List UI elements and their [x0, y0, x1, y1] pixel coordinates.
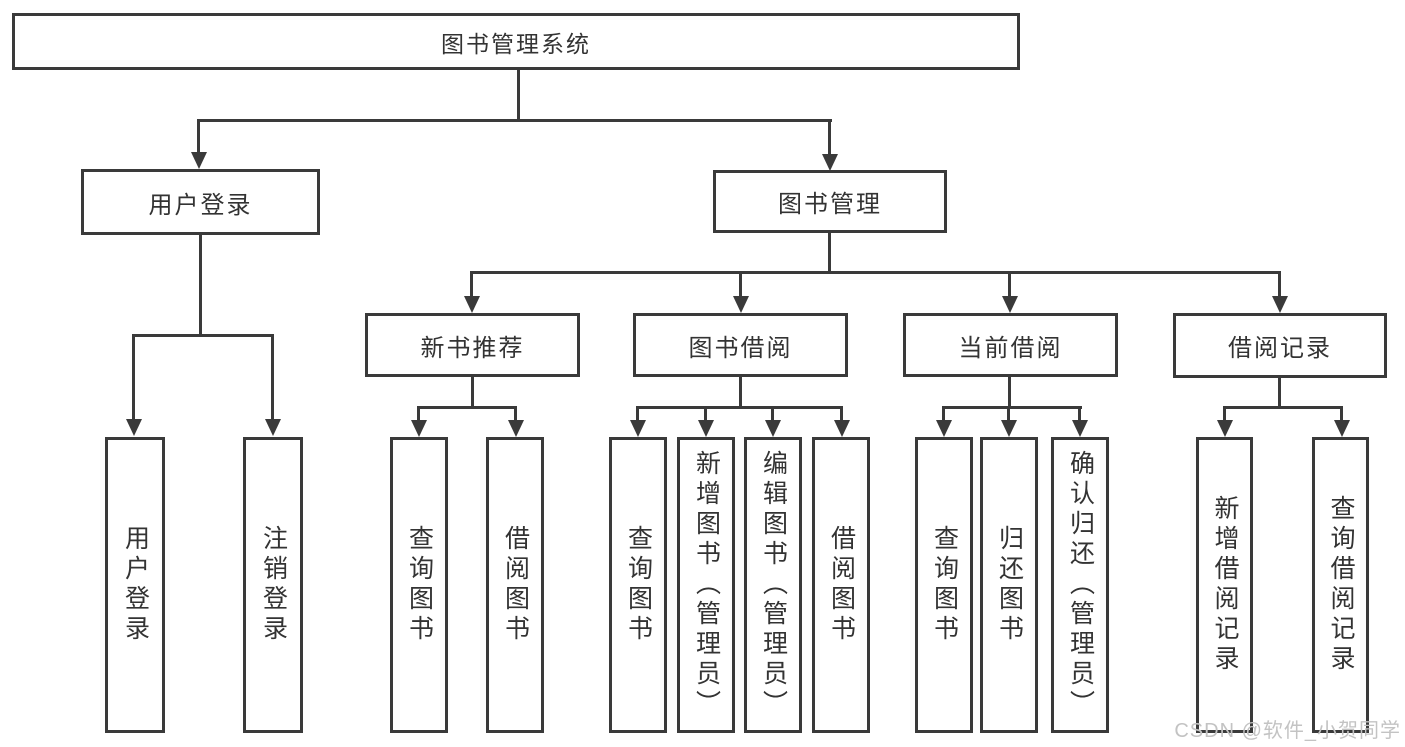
- arrow-down-icon: [733, 296, 749, 313]
- node-user-login-label: 用户登录: [148, 191, 253, 219]
- leaf-logout-label: 注销登录: [259, 525, 288, 645]
- node-current-borrow: 当前借阅: [903, 313, 1118, 377]
- connector-level3-shaft: [1278, 271, 1281, 297]
- connector-leaf-shaft: [840, 406, 843, 421]
- node-new-books: 新书推荐: [365, 313, 580, 377]
- connector-book-borrow-stem: [739, 377, 742, 409]
- arrow-down-icon: [1002, 296, 1018, 313]
- connector-root-stem: [517, 69, 520, 121]
- arrow-down-icon: [1217, 420, 1233, 437]
- arrow-down-icon: [630, 420, 646, 437]
- connector-level3-hline: [470, 271, 1281, 274]
- leaf-user-login-label: 用户登录: [121, 525, 150, 645]
- arrow-down-icon: [698, 420, 714, 437]
- leaf-logout: 注销登录: [243, 437, 303, 733]
- connector-leaf-shaft: [942, 406, 945, 421]
- connector-leaf-shaft: [1078, 406, 1081, 421]
- connector-user-login-shaft: [197, 119, 200, 153]
- leaf-newbooks-query: 查询图书: [390, 437, 448, 733]
- node-borrow-records-label: 借阅记录: [1228, 335, 1332, 362]
- connector-leaf-shaft: [417, 406, 420, 421]
- node-system-root: 图书管理系统: [12, 13, 1020, 70]
- leaf-borrow-edit-admin: 编辑图书（管理员）: [744, 437, 802, 733]
- connector-leaf-shaft: [636, 406, 639, 421]
- arrow-down-icon: [191, 152, 207, 169]
- arrow-down-icon: [265, 419, 281, 436]
- leaf-current-confirm-admin: 确认归还（管理员）: [1051, 437, 1109, 733]
- arrow-down-icon: [464, 296, 480, 313]
- leaf-records-query-label: 查询借阅记录: [1327, 495, 1355, 675]
- arrow-down-icon: [1334, 420, 1350, 437]
- leaf-borrow-query: 查询图书: [609, 437, 667, 733]
- watermark-text: CSDN @软件_小贺同学: [1174, 720, 1401, 742]
- connector-new-books-stem: [471, 377, 474, 409]
- connector-current-borrow-hline: [942, 406, 1082, 409]
- arrow-down-icon: [1001, 420, 1017, 437]
- leaf-user-login: 用户登录: [105, 437, 165, 733]
- connector-leaf-shaft: [514, 406, 517, 421]
- node-book-management: 图书管理: [713, 170, 947, 233]
- leaf-current-return: 归还图书: [980, 437, 1038, 733]
- connector-book-mgmt-stem: [828, 233, 831, 274]
- leaf-newbooks-borrow-label: 借阅图书: [501, 525, 530, 645]
- leaf-current-return-label: 归还图书: [995, 525, 1024, 645]
- arrow-down-icon: [126, 419, 142, 436]
- leaf-borrow-add-admin: 新增图书（管理员）: [677, 437, 735, 733]
- arrow-down-icon: [1272, 296, 1288, 313]
- node-book-borrow-label: 图书借阅: [688, 334, 793, 362]
- leaf-current-query: 查询图书: [915, 437, 973, 733]
- leaf-records-query: 查询借阅记录: [1312, 437, 1369, 733]
- arrow-down-icon: [834, 420, 850, 437]
- leaf-borrow-query-label: 查询图书: [624, 525, 653, 645]
- node-current-borrow-label: 当前借阅: [958, 334, 1063, 362]
- connector-level3-shaft: [470, 271, 473, 297]
- connector-borrow-records-hline: [1223, 406, 1343, 409]
- leaf-borrow-borrow: 借阅图书: [812, 437, 870, 733]
- leaf-newbooks-query-label: 查询图书: [405, 525, 434, 645]
- leaf-current-confirm-admin-label: 确认归还（管理员）: [1066, 450, 1095, 720]
- connector-borrow-records-stem: [1278, 378, 1281, 409]
- connector-leaf-shaft: [132, 334, 135, 420]
- arrow-down-icon: [822, 154, 838, 171]
- arrow-down-icon: [1072, 420, 1088, 437]
- connector-leaf-shaft: [1007, 406, 1010, 421]
- node-book-borrow: 图书借阅: [633, 313, 848, 377]
- connector-book-mgmt-shaft: [828, 119, 831, 155]
- node-system-root-label: 图书管理系统: [441, 30, 591, 57]
- connector-root-hline: [197, 119, 832, 122]
- leaf-borrow-edit-admin-label: 编辑图书（管理员）: [759, 450, 788, 720]
- leaf-borrow-borrow-label: 借阅图书: [827, 525, 856, 645]
- leaf-current-query-label: 查询图书: [930, 525, 959, 645]
- connector-user-login-stem: [199, 235, 202, 337]
- connector-user-login-hline: [132, 334, 274, 337]
- connector-leaf-shaft: [771, 406, 774, 421]
- arrow-down-icon: [508, 420, 524, 437]
- node-book-management-label: 图书管理: [778, 191, 882, 218]
- connector-leaf-shaft: [1340, 406, 1343, 421]
- leaf-records-add-label: 新增借阅记录: [1211, 495, 1239, 675]
- leaf-borrow-add-admin-label: 新增图书（管理员）: [692, 450, 721, 720]
- connector-leaf-shaft: [1223, 406, 1226, 421]
- leaf-newbooks-borrow: 借阅图书: [486, 437, 544, 733]
- arrow-down-icon: [936, 420, 952, 437]
- arrow-down-icon: [765, 420, 781, 437]
- connector-new-books-hline: [417, 406, 517, 409]
- connector-level3-shaft: [1008, 271, 1011, 297]
- connector-leaf-shaft: [271, 334, 274, 420]
- connector-level3-shaft: [739, 271, 742, 297]
- node-new-books-label: 新书推荐: [420, 334, 525, 362]
- node-borrow-records: 借阅记录: [1173, 313, 1387, 378]
- connector-leaf-shaft: [704, 406, 707, 421]
- connector-current-borrow-stem: [1008, 377, 1011, 409]
- arrow-down-icon: [411, 420, 427, 437]
- leaf-records-add: 新增借阅记录: [1196, 437, 1253, 733]
- node-user-login: 用户登录: [81, 169, 320, 235]
- connector-book-borrow-hline: [636, 406, 843, 409]
